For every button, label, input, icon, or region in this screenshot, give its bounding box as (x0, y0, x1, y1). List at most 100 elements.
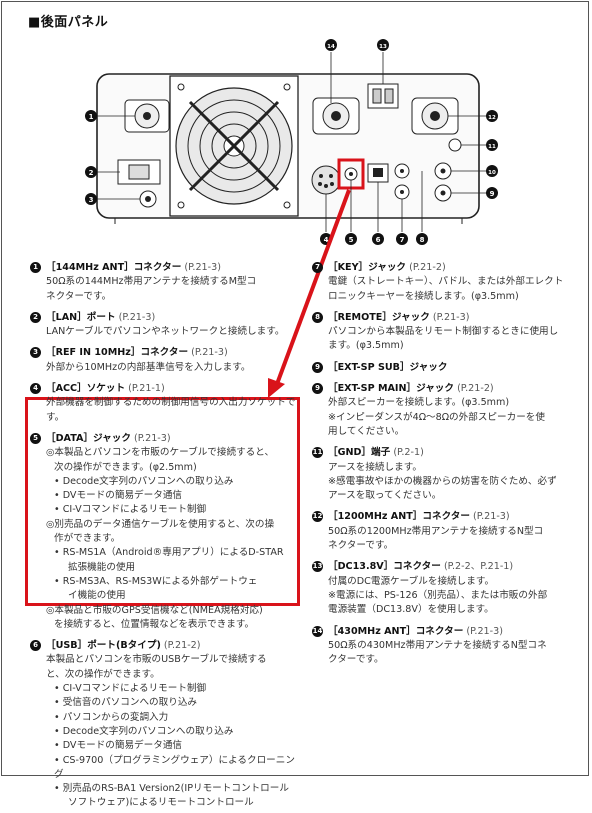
item-body-line: 外部から10MHzの内部基準信号を入力します。 (46, 361, 251, 373)
fan-ring-3 (211, 123, 257, 169)
fan-screw (177, 83, 185, 91)
svg-text:11: 11 (488, 144, 496, 150)
fan-screw (283, 83, 291, 91)
description-item: 9 ［EXT-SP SUB］ジャック (312, 361, 580, 375)
lan-socket (128, 164, 150, 180)
svg-text:9: 9 (490, 190, 495, 198)
item-title: ［GND］端子 (328, 447, 391, 459)
item-body-line: • DVモードの簡易データ通信 (54, 490, 183, 502)
svg-text:1: 1 (89, 113, 94, 121)
item-title: ［REMOTE］ジャック (328, 311, 430, 323)
item-title: ［LAN］ポート (46, 311, 116, 323)
item-body-line: • DVモードの簡易データ通信 (54, 740, 183, 752)
item-body-line: 50Ω系の1200MHz帯用アンテナを接続するN型コ (328, 525, 544, 537)
item-body-line: アースを取ってください。 (328, 490, 442, 502)
svg-text:8: 8 (420, 236, 425, 244)
description-item: 2［LAN］ポート (P.21-3)LANケーブルでパソコンやネットワークと接続… (30, 311, 300, 340)
item-title: ［USB］ポート(Bタイプ) (46, 640, 161, 652)
item-number-badge: 1 (30, 262, 41, 273)
item-heading: 7［KEY］ジャック (P.21-2) (312, 261, 580, 275)
fan-screw (283, 201, 291, 209)
item-number-badge: 13 (312, 561, 323, 573)
svg-text:3: 3 (89, 196, 94, 204)
callout-6 (372, 233, 384, 245)
item-body-line: 50Ω系の144MHz帯用アンテナを接続するM型コ (46, 276, 257, 288)
description-item: 6［USB］ポート(Bタイプ) (P.21-2)本製品とパソコンを市販のUSBケ… (30, 639, 300, 811)
description-item: 7［KEY］ジャック (P.21-2)電鍵（ストレートキー）、パドル、または外部… (312, 261, 580, 304)
item-number-badge: 9 (312, 383, 323, 395)
right-description-column: 7［KEY］ジャック (P.21-2)電鍵（ストレートキー）、パドル、または外部… (312, 261, 580, 669)
item-page-ref: (P.21-2) (457, 383, 494, 395)
item-heading: 2［LAN］ポート (P.21-3) (30, 311, 300, 325)
callout-11 (486, 139, 498, 151)
item-heading: 1［144MHz ANT］コネクター (P.21-3) (30, 261, 300, 275)
item-page-ref: (P.21-3) (432, 311, 470, 323)
svg-text:10: 10 (488, 170, 496, 176)
description-item: 4［ACC］ソケット (P.21-1)外部機器を制御するための制御用信号の入出力… (30, 382, 300, 425)
item-body-line: • Decode文字列のパソコンへの取り込み (54, 475, 234, 487)
item-page-ref: (P.21-3) (466, 625, 503, 637)
item-body-line: ◎本製品と市販のGPS受信機など(NMEA規格対応) (46, 604, 263, 616)
callout-1 (85, 110, 97, 122)
item-page-ref: (P.21-3) (473, 511, 510, 523)
item-body-line: ◎別売品のデータ通信ケーブルを使用すると、次の操 (46, 518, 275, 530)
left-description-column: 1［144MHz ANT］コネクター (P.21-3)50Ω系の144MHz帯用… (30, 261, 300, 813)
description-item: 12［1200MHz ANT］コネクター (P.21-3)50Ω系の1200MH… (312, 510, 580, 553)
item-body-line: ※感電事故やほかの機器からの妨害を防ぐため、必ず (328, 475, 557, 487)
item-number-badge: 11 (312, 447, 323, 459)
item-heading: 9 ［EXT-SP SUB］ジャック (312, 361, 580, 375)
svg-text:2: 2 (89, 169, 94, 177)
item-title: ［REF IN 10MHz］コネクター (46, 347, 189, 359)
item-body-line: • CS-9700（プログラミングウェア）によるクローニング (54, 754, 295, 780)
item-number-badge: 9 (312, 361, 323, 373)
item-title: ［430MHz ANT］コネクター (328, 625, 464, 637)
item-page-ref: (P.21-2) (409, 262, 446, 273)
item-title: ［1200MHz ANT］コネクター (328, 511, 470, 523)
section-heading: ■後面パネル (28, 15, 109, 30)
item-number-badge: 14 (312, 625, 323, 637)
item-body-line: アースを接続します。 (328, 461, 422, 473)
item-body-line: と、次の操作ができます。 (46, 668, 160, 680)
item-number-badge: 8 (312, 311, 323, 323)
item-page-ref: (P.21-3) (134, 432, 171, 444)
item-heading: 8 ［REMOTE］ジャック (P.21-3) (312, 311, 580, 325)
description-item: 5［DATA］ジャック (P.21-3)◎本製品とパソコンを市販のケーブルで接続… (30, 432, 300, 632)
item-body-line: ※インピーダンスが4Ω～8Ωの外部スピーカーを使 (328, 411, 545, 423)
callout-13 (377, 39, 389, 51)
item-title: ［DATA］ジャック (46, 432, 131, 444)
item-body-line: 電源装置（DC13.8V）を使用します。 (328, 604, 494, 616)
item-heading: 12［1200MHz ANT］コネクター (P.21-3) (312, 510, 580, 524)
item-body-line: ※電源には、PS-126（別売品）、または市販の外部 (328, 589, 548, 601)
item-heading: 13［DC13.8V］コネクター (P.2-2、P.21-1) (312, 560, 580, 574)
item-body-line: 用してください。 (328, 425, 405, 437)
item-body-line: クターです。 (328, 654, 384, 666)
item-body-line: ソフトウェア)によるリモートコントロール (68, 797, 254, 809)
description-item: 8 ［REMOTE］ジャック (P.21-3) パソコンから本製品をリモート制御する… (312, 311, 580, 354)
item-heading: 6［USB］ポート(Bタイプ) (P.21-2) (30, 639, 300, 653)
item-body-line: • CI-Vコマンドによるリモート制御 (54, 683, 207, 695)
callout-8 (416, 233, 428, 245)
item-body-line: ネクターです。 (46, 290, 112, 302)
item-body-line: • RS-MS1A（Android®専用アプリ）によるD-STAR (54, 547, 284, 559)
description-item: 14 ［430MHz ANT］コネクター (P.21-3) 50Ω系の430MHz帯… (312, 625, 580, 668)
item-title: ［EXT-SP SUB］ジャック (328, 361, 448, 373)
item-body-line: パソコンから本製品をリモート制御するときに使用し (328, 326, 559, 338)
item-body-line: イ機能の使用 (68, 590, 126, 602)
svg-text:14: 14 (327, 44, 335, 50)
item-body-line: 拡張機能の使用 (68, 561, 136, 573)
item-body-line: ◎本製品とパソコンを市販のケーブルで接続すると、 (46, 447, 275, 459)
item-heading: 3［REF IN 10MHz］コネクター (P.21-3) (30, 346, 300, 360)
item-body-line: 本製品とパソコンを市販のUSBケーブルで接続する (46, 654, 267, 666)
item-page-ref: (P.21-3) (184, 262, 221, 273)
item-number-badge: 7 (312, 262, 323, 273)
item-page-ref: (P.21-2) (163, 640, 201, 652)
item-body-line: 外部スピーカーを接続します。(φ3.5mm) (328, 397, 510, 409)
item-title: ［EXT-SP MAIN］ジャック (328, 383, 454, 395)
item-page-ref: (P.2-2、P.21-1) (443, 561, 514, 573)
svg-text:5: 5 (349, 236, 354, 244)
item-body-line: 50Ω系の430MHz帯用アンテナを接続するN型コネ (328, 639, 547, 651)
svg-text:6: 6 (376, 236, 381, 244)
callout-12 (486, 110, 498, 122)
item-page-ref: (P.21-3) (191, 347, 228, 359)
item-heading: 14 ［430MHz ANT］コネクター (P.21-3) (312, 625, 580, 639)
